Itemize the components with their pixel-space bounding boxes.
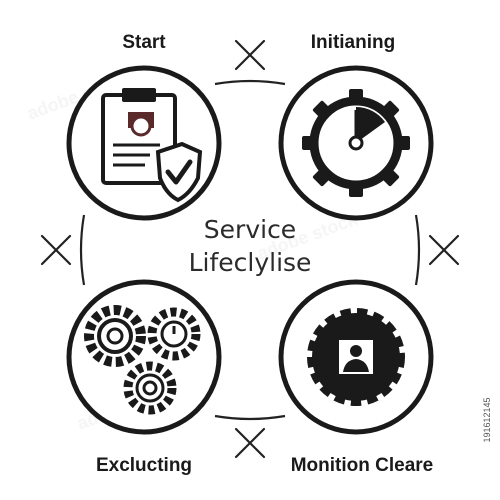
x-mark-top xyxy=(234,39,266,71)
center-title-line-1: Service xyxy=(204,215,296,244)
x-mark-bottom xyxy=(234,427,266,459)
stock-id: 191612145 xyxy=(482,397,492,442)
step-label-start: Start xyxy=(122,32,166,53)
gear-clock-icon xyxy=(302,89,410,197)
gear-person-icon xyxy=(307,308,405,406)
gears-icon xyxy=(84,305,201,415)
x-mark-left xyxy=(40,234,72,266)
step-label-monition-cleare: Monition Cleare xyxy=(291,455,434,476)
step-label-exclucting: Exclucting xyxy=(96,455,192,476)
cycle-ring xyxy=(79,79,421,421)
x-mark-right xyxy=(428,234,460,266)
separator-x-marks xyxy=(40,39,460,459)
clipboard-shield-icon xyxy=(101,88,203,203)
step-label-initianing: Initianing xyxy=(311,32,395,53)
center-title-line-2: Lifeclylise xyxy=(189,248,312,277)
